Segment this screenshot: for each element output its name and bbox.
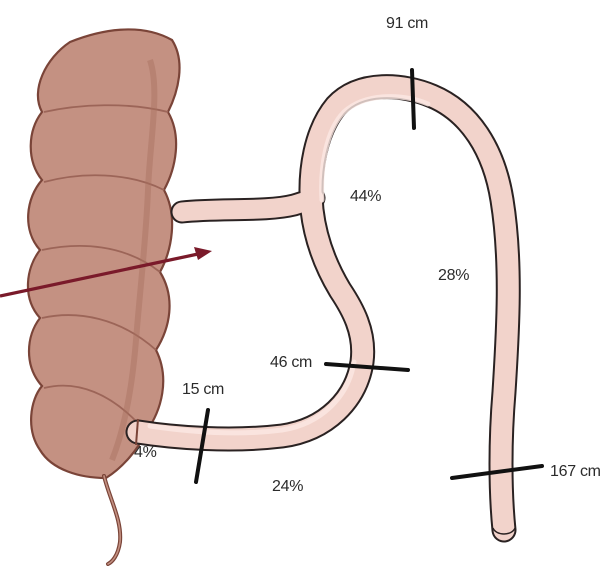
label-28pct: 28% bbox=[438, 267, 469, 284]
label-91cm: 91 cm bbox=[386, 15, 428, 32]
arrowhead bbox=[194, 247, 212, 260]
label-46cm: 46 cm bbox=[270, 354, 312, 371]
marker-91cm bbox=[412, 70, 414, 128]
label-44pct: 44% bbox=[350, 188, 381, 205]
small-bowel bbox=[136, 87, 515, 534]
colon bbox=[28, 29, 180, 564]
label-4pct: 4% bbox=[134, 444, 157, 461]
label-24pct: 24% bbox=[272, 478, 303, 495]
label-15cm: 15 cm bbox=[182, 381, 224, 398]
label-167cm: 167 cm bbox=[550, 463, 601, 480]
